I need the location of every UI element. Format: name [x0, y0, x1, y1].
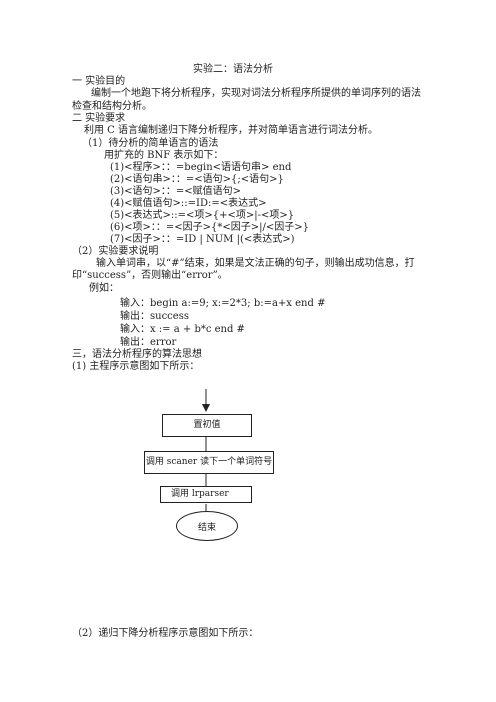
- flow-node-call-scaner: 调用 scaner 读下一个单词符号: [144, 451, 274, 474]
- grammar-rule: (6)<项>：：=<因子>{*<因子>|/<因子>}: [110, 222, 310, 233]
- example-output: 输出：success: [120, 311, 189, 322]
- section-heading: 三，语法分析程序的算法思想: [72, 349, 202, 360]
- paragraph-line: 编制一个地跑下将分析程序，实现对词法分析程序所提供的单词序列的语法: [91, 88, 421, 99]
- paragraph-line: 印“success”，否则输出“error”。: [72, 270, 228, 281]
- paragraph-line: 利用 C 语言编制递归下降分析程序，并对简单语言进行词法分析。: [84, 125, 379, 136]
- section-heading: 一 实验目的: [72, 76, 126, 87]
- section-heading: 二 实验要求: [72, 113, 126, 124]
- subsection-heading: （2）实验要求说明: [72, 246, 159, 257]
- flow-node-end: 结束: [176, 511, 238, 541]
- paragraph-line: 输入单词串，以“#”结束，如果是文法正确的句子，则输出成功信息，打: [96, 258, 415, 269]
- grammar-rule: (3)<语句>：：=<赋值语句>: [110, 186, 242, 197]
- grammar-rule: (1)<程序>：：=begin<语语句串> end: [110, 162, 292, 173]
- paragraph-line: 用扩充的 BNF 表示如下：: [104, 150, 224, 161]
- flow-node-init: 置初值: [162, 414, 252, 437]
- grammar-rule: (7)<因子>：：=ID | NUM |(<表达式>): [110, 234, 295, 245]
- paragraph-line: 检查和结构分析。: [72, 101, 152, 112]
- flow-node-call-lrparser: 调用 lrparser: [160, 486, 252, 503]
- grammar-rule: (4)<赋值语句>::=ID:=<表达式>: [110, 198, 267, 209]
- subsection-heading: （1）待分析的简单语言的语法: [82, 138, 219, 149]
- page-title: 实验二：语法分析: [193, 64, 273, 75]
- paragraph-line: （2）递归下降分析程序示意图如下所示：: [72, 628, 259, 639]
- example-output: 输出：error: [120, 337, 177, 348]
- grammar-rule: (5)<表达式>::=<项>{+<项>|-<项>}: [110, 210, 295, 221]
- paragraph-line: (1) 主程序示意图如下所示：: [72, 361, 200, 372]
- paragraph-line: 例如：: [89, 283, 119, 294]
- example-input: 输入：x := a + b*c end #: [120, 324, 245, 335]
- grammar-rule: (2)<语句串>：：=<语句>{;<语句>}: [110, 174, 284, 185]
- example-input: 输入：begin a:=9; x:=2*3; b:=a+x end #: [120, 298, 326, 309]
